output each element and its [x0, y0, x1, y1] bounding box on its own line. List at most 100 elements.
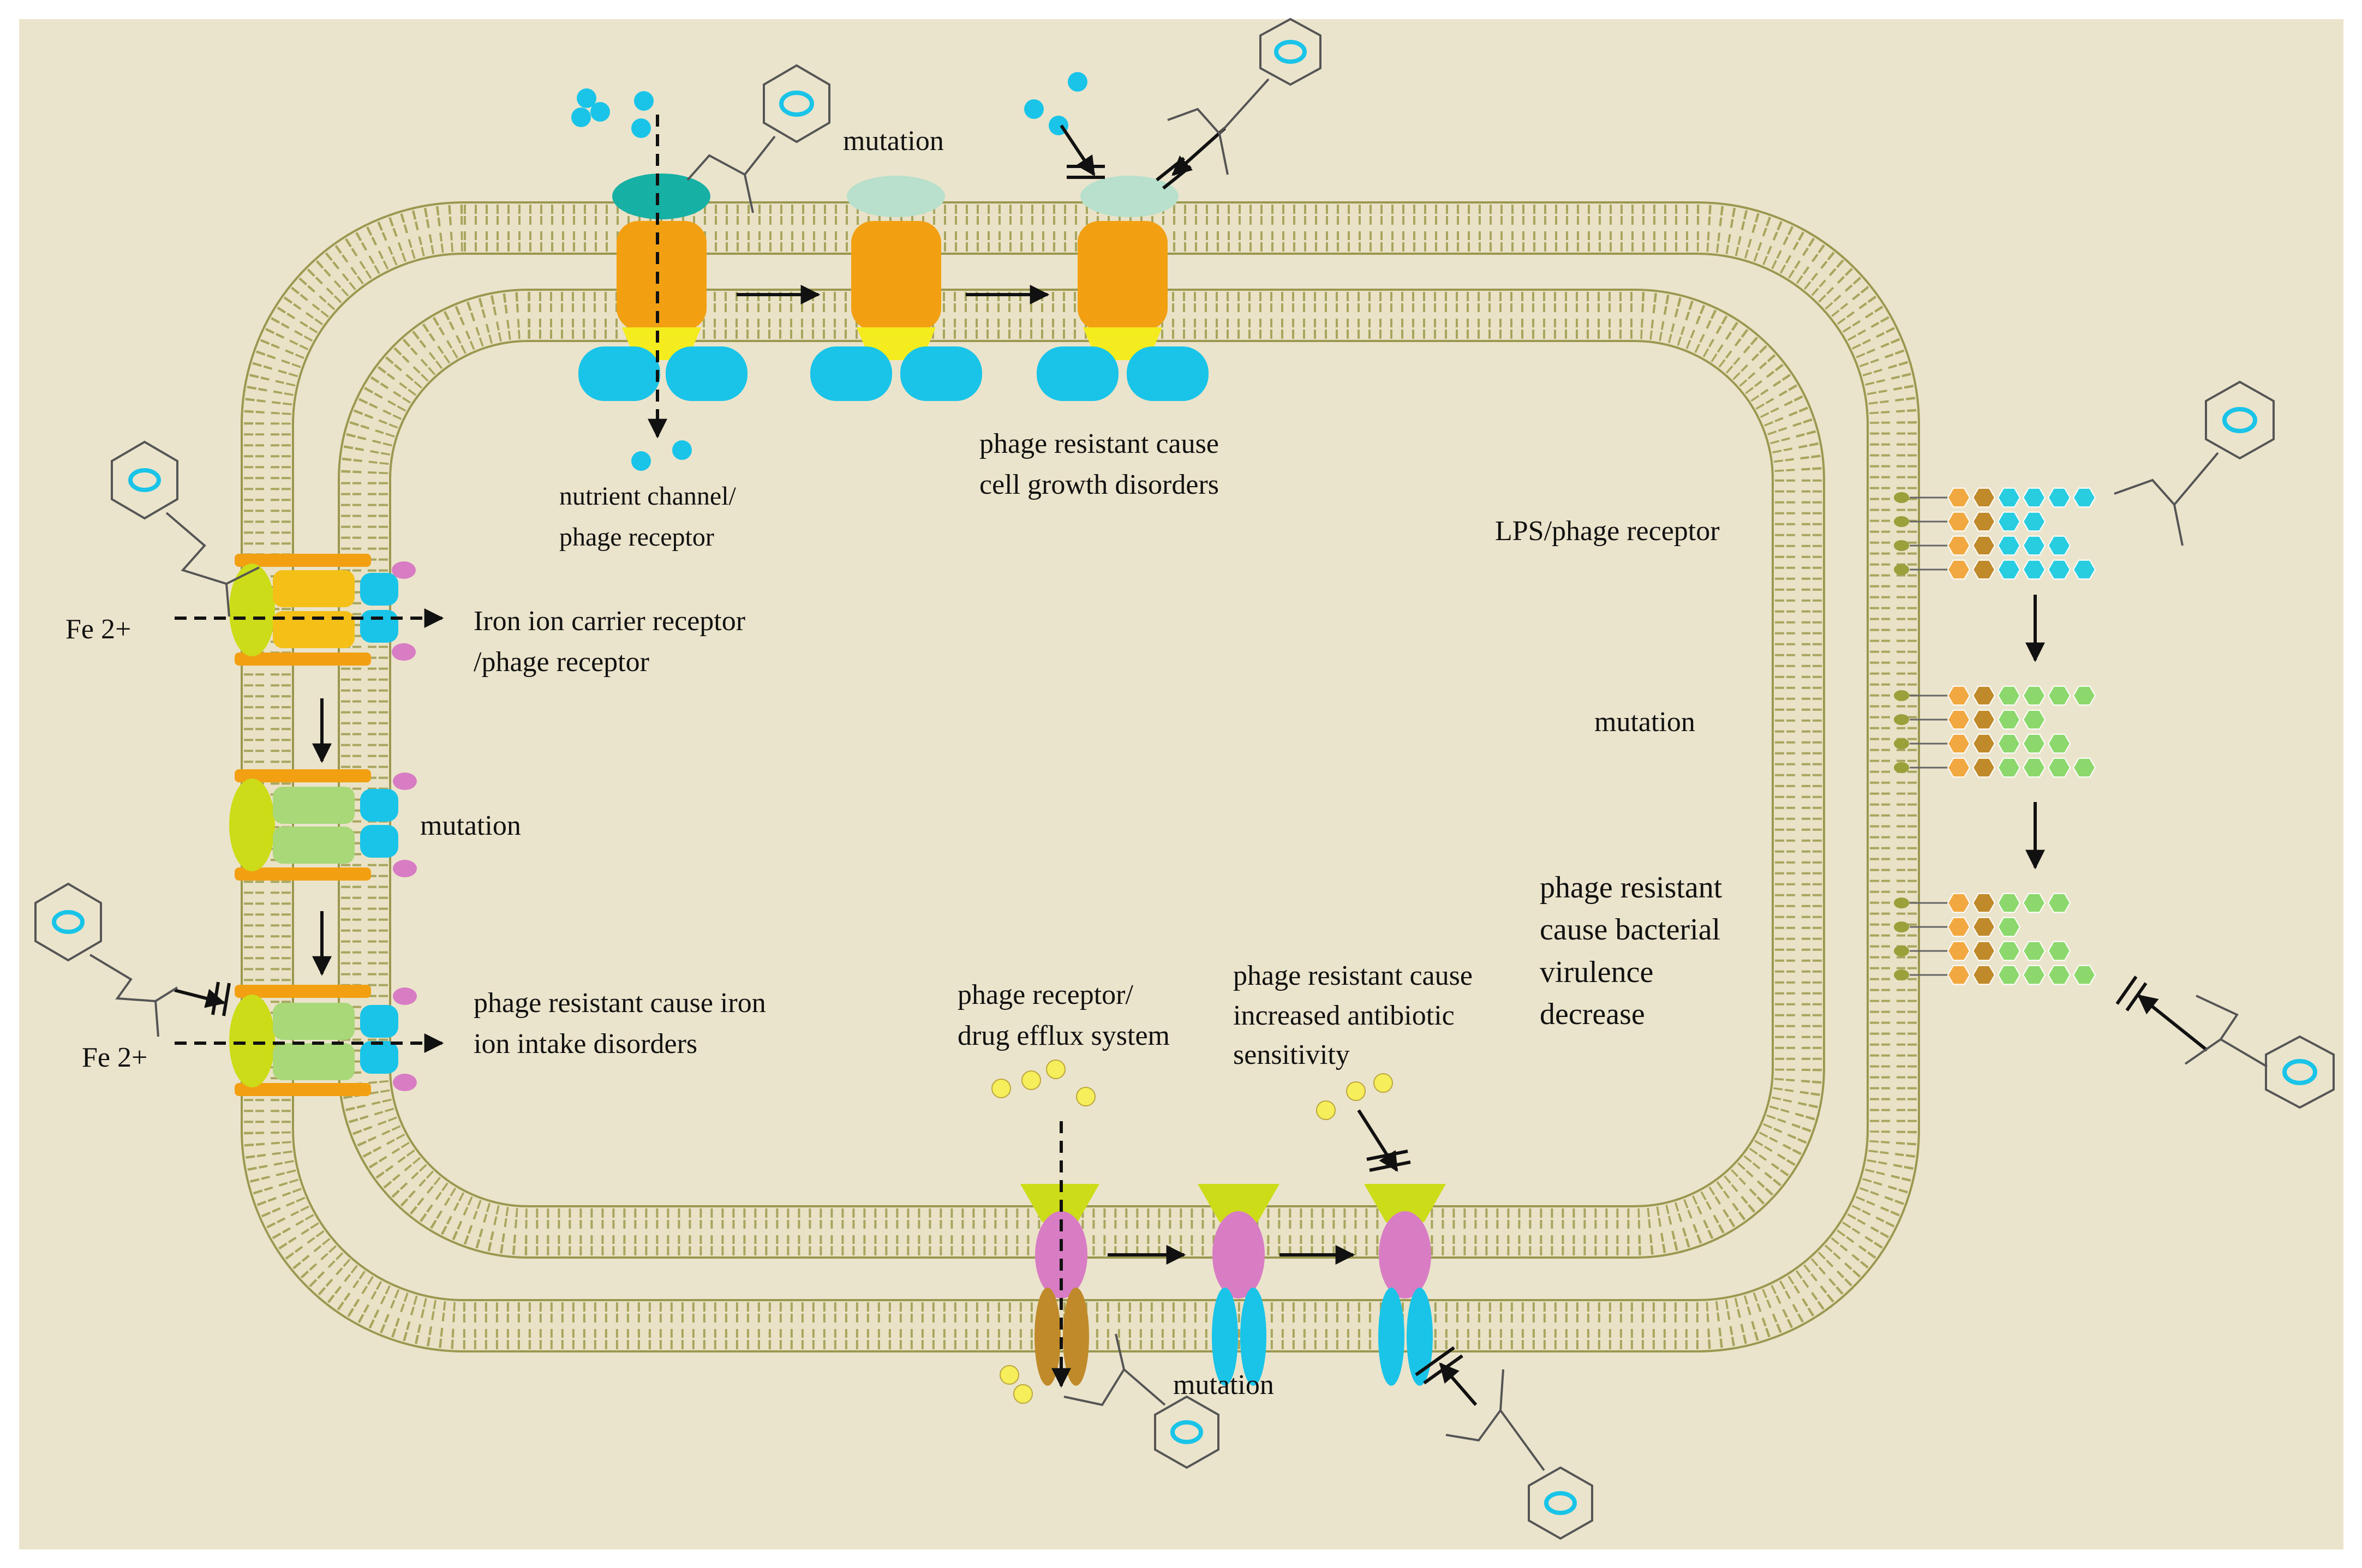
lps-sugar-unit: [2022, 535, 2046, 556]
lps-sugar-unit: [1997, 487, 2021, 508]
lps-sugar-unit: [1997, 685, 2021, 706]
lps-sugar-unit: [2022, 965, 2046, 985]
phage-icon: [2184, 995, 2335, 1109]
lps-sugar-unit: [1972, 941, 1996, 961]
lps-sugar-unit: [1972, 757, 1996, 778]
lps-sugar-unit: [2047, 487, 2071, 508]
lps-sugar-unit: [1972, 685, 1996, 706]
lipid-a-anchor: [1894, 945, 1909, 956]
lps-sugar-unit: [1947, 917, 1971, 937]
lps-sugar-unit: [1997, 893, 2021, 913]
nutrient-channel-mutated: [810, 176, 982, 401]
block-mark-icon: [1366, 1150, 1411, 1172]
lps-sugar-unit: [1997, 733, 2021, 754]
lps-sugar-unit: [2072, 685, 2096, 706]
lipid-a-anchor: [1894, 738, 1909, 749]
lps-sugar-unit: [1997, 511, 2021, 532]
lps-sugar-unit: [2022, 709, 2046, 730]
lps-sugar-unit: [1947, 487, 1971, 508]
lps-sugar-unit: [2047, 685, 2071, 706]
lps-sugar-unit: [2047, 757, 2071, 778]
lps-sugar-unit: [2022, 941, 2046, 961]
phage-icon: [1063, 1333, 1219, 1469]
arrow-icon: [1357, 1109, 1398, 1172]
lps-sugar-unit: [1997, 965, 2021, 985]
lps-sugar-unit: [1972, 733, 1996, 754]
iron-receptor-mutated: [229, 769, 417, 881]
arrow-icon: [1171, 127, 1227, 176]
phage-icon: [1445, 1369, 1593, 1540]
fe-top-label: Fe 2+: [65, 614, 131, 645]
lps-sugar-unit: [1972, 559, 1996, 580]
lps-sugar-unit: [1947, 733, 1971, 754]
iron-receptor-label: Iron ion carrier receptor /phage recepto…: [474, 606, 752, 678]
nutrient-channel-normal: [571, 88, 748, 471]
lps-sugar-unit: [1997, 757, 2021, 778]
lps-receptor-mutated: [1894, 685, 2096, 778]
lipid-a-anchor: [1894, 762, 1909, 773]
efflux-pump-mutated: [1198, 1184, 1279, 1386]
arrow-icon: [2137, 994, 2208, 1052]
lps-sugar-unit: [2022, 511, 2046, 532]
lps-sugar-unit: [2072, 757, 2096, 778]
antibiotic-sensitivity-label: phage resistant cause increased antibiot…: [1233, 960, 1480, 1070]
iron-receptor-resistant: [174, 982, 444, 1096]
lipid-a-anchor: [1894, 921, 1909, 932]
phage-icon: [686, 64, 830, 213]
lipid-a-anchor: [1894, 714, 1909, 725]
block-mark-icon: [1067, 165, 1105, 179]
lps-sugar-unit: [1947, 893, 1971, 913]
lps-sugar-unit: [1972, 965, 1996, 985]
lps-receptor-label: LPS/phage receptor: [1495, 516, 1720, 547]
lps-sugar-unit: [2047, 941, 2071, 961]
lps-sugar-unit: [1947, 559, 1971, 580]
lps-sugar-unit: [2022, 733, 2046, 754]
lps-sugar-unit: [2022, 685, 2046, 706]
phage-icon: [2114, 380, 2275, 546]
phage-icon: [1167, 17, 1321, 175]
phage-icon: [34, 882, 178, 1037]
lps-sugar-unit: [2022, 757, 2046, 778]
lps-receptor-normal: [1894, 487, 2096, 580]
lps-sugar-unit: [1997, 941, 2021, 961]
lps-sugar-unit: [2047, 965, 2071, 985]
fe-bottom-label: Fe 2+: [82, 1042, 147, 1073]
lps-sugar-unit: [2072, 487, 2096, 508]
lps-sugar-unit: [1997, 709, 2021, 730]
lps-sugar-unit: [1947, 535, 1971, 556]
lipid-a-anchor: [1894, 516, 1909, 527]
lipid-a-anchor: [1894, 492, 1909, 503]
lps-sugar-unit: [2022, 487, 2046, 508]
lps-sugar-unit: [2047, 893, 2071, 913]
lps-sugar-unit: [2047, 559, 2071, 580]
iron-receptor-normal: [175, 554, 444, 666]
lps-sugar-unit: [1972, 511, 1996, 532]
efflux-pump-resistant: [1316, 1073, 1478, 1406]
lipid-a-anchor: [1894, 540, 1909, 551]
lps-sugar-unit: [1947, 511, 1971, 532]
bottom-mutation-label: mutation: [1173, 1369, 1274, 1401]
block-mark-icon: [211, 982, 231, 1016]
lps-sugar-unit: [1972, 917, 1996, 937]
efflux-label: phage receptor/ drug efflux system: [958, 979, 1170, 1051]
lps-sugar-unit: [1947, 709, 1971, 730]
lps-sugar-unit: [2022, 893, 2046, 913]
right-mutation-label: mutation: [1594, 707, 1695, 738]
lps-sugar-unit: [1997, 559, 2021, 580]
arrow-icon: [1439, 1362, 1478, 1406]
virulence-decrease-label: phage resistant cause bacterial virulenc…: [1540, 871, 1730, 1031]
growth-disorder-label: phage resistant cause cell growth disord…: [979, 428, 1226, 500]
lps-receptor-resistant: [1894, 893, 2096, 985]
lps-sugar-unit: [1997, 917, 2021, 937]
lps-sugar-unit: [1997, 535, 2021, 556]
lps-sugar-unit: [1947, 941, 1971, 961]
block-mark-icon: [1156, 157, 1192, 190]
lps-sugar-unit: [2072, 965, 2096, 985]
lps-sugar-unit: [2047, 733, 2071, 754]
lipid-a-anchor: [1894, 690, 1909, 701]
lps-sugar-unit: [1972, 893, 1996, 913]
block-mark-icon: [1415, 1346, 1463, 1385]
iron-intake-disorder-label: phage resistant cause iron ion intake di…: [474, 988, 773, 1060]
top-arrows: [737, 124, 1227, 304]
